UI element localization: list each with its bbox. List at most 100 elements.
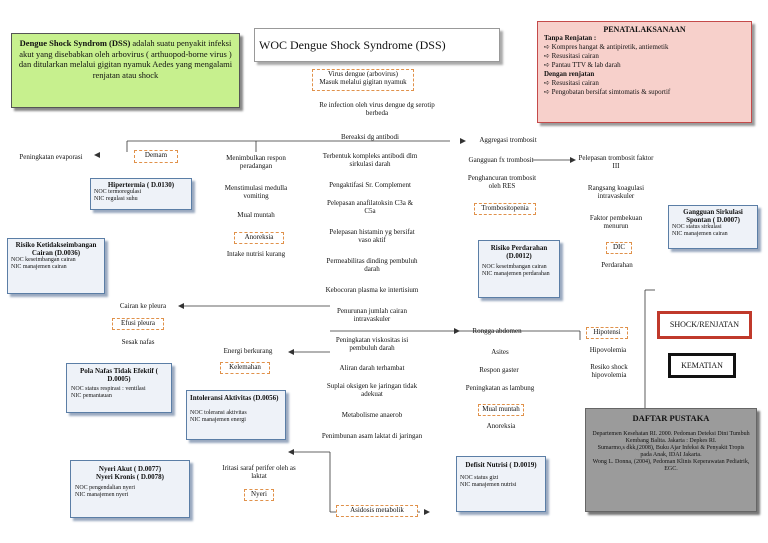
node-ascites: Asites [491,348,509,356]
node-stomach-acid: Peningkatan as lambung [465,384,535,392]
node-death-label: KEMATIAN [681,361,723,370]
node-inflammation: Menimbulkan respon peradangan [226,154,286,170]
diagnosis-title: Defisit Nutrisi ( D.0019) [465,461,537,469]
diagnosis-noc: NOC termoregulasi [94,189,142,195]
node-anorexia: Anoreksia [234,232,284,244]
diagnosis-activity: Intoleransi Aktivitas (D.0056) NOC toler… [186,390,286,440]
node-plasma-leak: Kebocoran plasma ke intertisium [325,286,419,294]
reference-item: Wong L. Donna, (2004), Pedoman Klinis Ke… [592,459,750,472]
node-platelet-dysfunction: Gangguan fx trombosit [468,156,534,164]
node-complex: Terbentuk kompleks antibodi dlm sirkulas… [322,152,418,168]
node-fluid-drop: Penurunan jumlah cairan intravaskuler [337,307,407,323]
diagnosis-title: Hipertermia ( D.0130) [107,181,175,189]
diagnosis-circulation: Gangguan Sirkulasi Spontan ( D.0007) NOC… [668,205,758,249]
management-shock-label: Dengan renjatan [544,70,595,78]
diagnosis-nic: NIC manajemen cairan [672,231,728,237]
diagnosis-bleeding: Risiko Perdarahan (D.0012) NOC keseimban… [478,240,560,298]
node-death: KEMATIAN [668,353,736,378]
bullet-arrow-icon: ➪ [544,43,550,51]
diagnosis-title: Pola Nafas Tidak Efektif ( D.0005) [80,367,158,383]
diagnosis-fluid: Risiko Ketidakseimbangan Cairan (D.0036)… [7,238,105,294]
reference-item: Sumarmo,s dkk,(2008), Buku Ajar Infeksi … [597,445,745,458]
node-anaerobic: Metabolisme anaerob [341,411,403,419]
diagnosis-noc: NOC status sirkulasi [672,224,722,230]
node-nausea: Mual muntah [237,211,275,219]
node-platelet-aggregation: Aggregasi trombosit [479,136,537,144]
bullet-arrow-icon: ➪ [544,79,550,87]
reference-item: Departemen Kesehatan RI. 2000. Pedoman D… [592,431,750,444]
node-virus: Virus dengue (arbovirus) Masuk melalui g… [312,69,414,91]
diagnosis-title: Gangguan Sirkulasi Spontan ( D.0007) [683,208,743,224]
bullet-arrow-icon: ➪ [544,52,550,60]
node-hypotension: Hipotensi [586,327,628,339]
node-intake: Intake nutrisi kurang [226,250,286,258]
diagnosis-noc: NOC status gizi [460,475,499,481]
diagnosis-nic: NIC manajemen nyeri [75,492,129,498]
node-dic: DIC [606,242,632,254]
management-item: ➪ Pengobatan bersifat simtomatis & supor… [544,88,671,96]
node-pleural-effusion: Efusi pleura [112,318,164,330]
node-viscosity: Peningkatan viskositas isi pembuluh dara… [335,336,409,352]
diagnosis-title: Intoleransi Aktivitas (D.0056) [190,394,279,402]
bullet-arrow-icon: ➪ [544,61,550,69]
node-nerve: Iritasi saraf perifer oleh as laktat [222,464,296,480]
node-dyspnea: Sesak nafas [121,338,155,346]
diagnosis-pain: Nyeri Akut ( D.0077) Nyeri Kronis ( D.00… [70,460,190,518]
node-lactate: Penimbunan asam laktat di jaringan [321,432,423,440]
diagnosis-noc: NOC status respirasi : ventilasi [71,386,146,392]
node-factor3: Pelepasan trombosit faktor III [578,154,654,170]
diagnosis-nic: NIC manajemen cairan [11,264,67,270]
node-shock: SHOCK/RENJATAN [657,311,752,339]
diagnosis-title: Risiko Perdarahan (D.0012) [490,244,548,260]
page-title-text: WOC Dengue Shock Syndrome (DSS) [259,38,446,52]
definition-text: adalah suatu penyakit infeksi akut yang … [18,38,233,80]
node-clotting-drop: Faktor pembekuan menurun [589,214,643,230]
diagnosis-nic: NIC manajemen energi [190,417,246,423]
node-fatigue: Kelemahan [220,362,270,374]
references-heading: DAFTAR PUSTAKA [632,413,710,423]
management-box: PENATALAKSANAAN Tanpa Renjatan : ➪ Kompr… [537,21,752,123]
node-abdomen: Rongga abdomen [472,327,522,335]
management-no-shock-label: Tanpa Renjatan : [544,34,597,42]
diagnosis-nic: NIC regulasi suhu [94,196,138,202]
diagnosis-hyperthermia: Hipertermia ( D.0130) NOC termoregulasi … [90,178,192,210]
node-bleeding: Perdarahan [601,261,633,269]
node-slow-flow: Aliran darah terhambat [339,364,405,372]
management-item: ➪ Kompres hangat & antipiretik, antiemet… [544,43,669,51]
page-title: WOC Dengue Shock Syndrome (DSS) [254,28,500,62]
node-fever: Demam [134,150,178,163]
node-coagulation: Rangsang koagulasi intravaskuler [587,184,645,200]
node-shock-label: SHOCK/RENJATAN [669,320,740,329]
diagnosis-noc: NOC toleransi aktivitas [190,410,247,416]
references-box: DAFTAR PUSTAKA Departemen Kesehatan RI. … [585,408,757,512]
diagnosis-nic: NIC pemantauan [71,393,112,399]
bullet-arrow-icon: ➪ [544,88,550,96]
node-platelet-destruction: Penghancuran trombosit oleh RES [467,174,537,190]
node-nausea-2: Mual muntah [478,404,524,416]
diagnosis-title: Risiko Ketidakseimbangan Cairan (D.0036) [15,241,97,257]
node-hypovolemia: Hipovolemia [589,346,627,354]
node-gaster: Respon gaster [479,366,519,374]
node-reinfection: Re infection oleh virus dengue dg seroti… [319,101,435,117]
node-thrombocytopenia: Trombositopenia [474,203,536,215]
management-item: ➪ Resusitasi cairan [544,79,599,87]
node-anaphylatoxin: Pelepasan anafilatoksin C3a & C5a [326,199,414,215]
diagnosis-nic: NIC manajemen nutrisi [460,482,517,488]
node-pain: Nyeri [244,489,274,501]
node-low-energy: Energi berkurang [223,347,273,355]
node-acidosis: Asidosis metabolik [336,505,418,517]
diagnosis-noc: NOC pengendalian nyeri [75,485,135,491]
node-o2-supply: Suplai oksigen ke jaringan tidak adekuat [326,382,418,398]
node-vomit-center: Menstimulasi medulla vomiting [224,184,288,200]
node-evaporation: Peningkatan evaporasi [19,153,83,161]
management-item: ➪ Resusitasi cairan [544,52,599,60]
diagnosis-title: Nyeri Akut ( D.0077) Nyeri Kronis ( D.00… [96,465,164,481]
definition-term: Dengue Shock Syndrom (DSS) [19,38,131,48]
node-anorexia-2: Anoreksia [486,422,516,430]
node-pleural-fluid: Cairan ke pleura [119,302,167,310]
diagnosis-nic: NIC manajemen perdarahan [482,271,550,277]
management-item: ➪ Pantau TTV & lab darah [544,61,621,69]
diagnosis-nutrition: Defisit Nutrisi ( D.0019) NOC status giz… [456,456,546,512]
node-histamine: Pelepasan histamin yg bersifat vaso akti… [329,228,415,244]
node-antibody: Bereaksi dg antibodi [341,133,399,141]
